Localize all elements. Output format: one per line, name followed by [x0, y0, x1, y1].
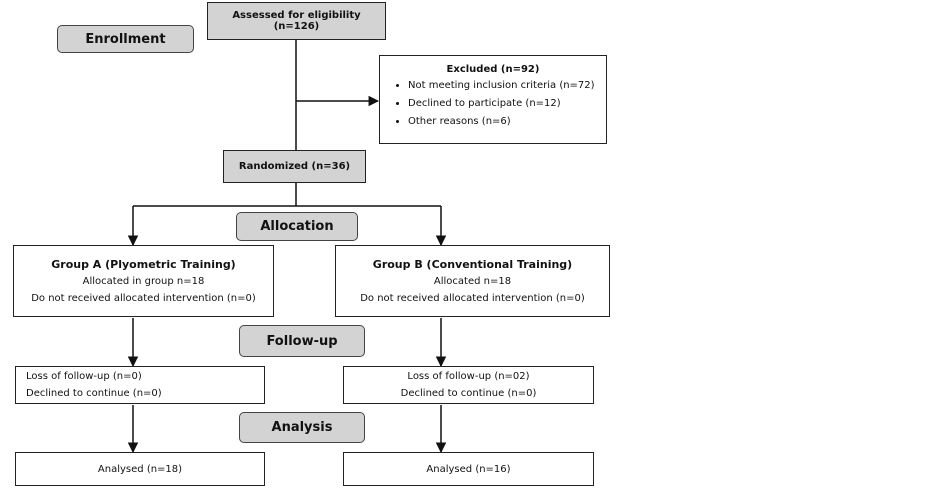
- group-b-analysis-box: Analysed (n=16): [343, 452, 594, 486]
- group-b-allocated: Allocated n=18: [433, 275, 512, 287]
- group-a-declined: Declined to continue (n=0): [26, 388, 162, 399]
- group-b-title: Group B (Conventional Training): [372, 257, 573, 271]
- phase-label-enrollment: Enrollment: [57, 25, 194, 53]
- assessed-box: Assessed for eligibility (n=126): [207, 2, 386, 40]
- group-a-allocation-box: Group A (Plyometric Training) Allocated …: [13, 245, 274, 317]
- group-a-allocated: Allocated in group n=18: [82, 275, 205, 287]
- group-a-not-received: Do not received allocated intervention (…: [31, 292, 256, 304]
- excluded-reason: Other reasons (n=6): [408, 113, 606, 131]
- phase-label-allocation: Allocation: [236, 212, 358, 241]
- group-a-followup-box: Loss of follow-up (n=0) Declined to cont…: [15, 366, 265, 404]
- group-b-followup-box: Loss of follow-up (n=02) Declined to con…: [343, 366, 594, 404]
- excluded-box: Excluded (n=92) Not meeting inclusion cr…: [379, 55, 607, 144]
- group-b-declined: Declined to continue (n=0): [400, 388, 537, 399]
- group-b-allocation-box: Group B (Conventional Training) Allocate…: [335, 245, 610, 317]
- group-b-not-received: Do not received allocated intervention (…: [360, 292, 585, 304]
- phase-label-followup: Follow-up: [239, 325, 365, 357]
- excluded-reason: Declined to participate (n=12): [408, 95, 606, 113]
- excluded-reason: Not meeting inclusion criteria (n=72): [408, 77, 606, 95]
- excluded-reasons-list: Not meeting inclusion criteria (n=72) De…: [380, 77, 606, 131]
- group-a-loss: Loss of follow-up (n=0): [26, 371, 142, 382]
- randomized-box: Randomized (n=36): [223, 150, 366, 183]
- group-a-title: Group A (Plyometric Training): [51, 257, 236, 271]
- group-b-loss: Loss of follow-up (n=02): [407, 371, 530, 382]
- group-a-analysis-box: Analysed (n=18): [15, 452, 265, 486]
- excluded-title: Excluded (n=92): [446, 64, 540, 75]
- phase-label-analysis: Analysis: [239, 412, 365, 443]
